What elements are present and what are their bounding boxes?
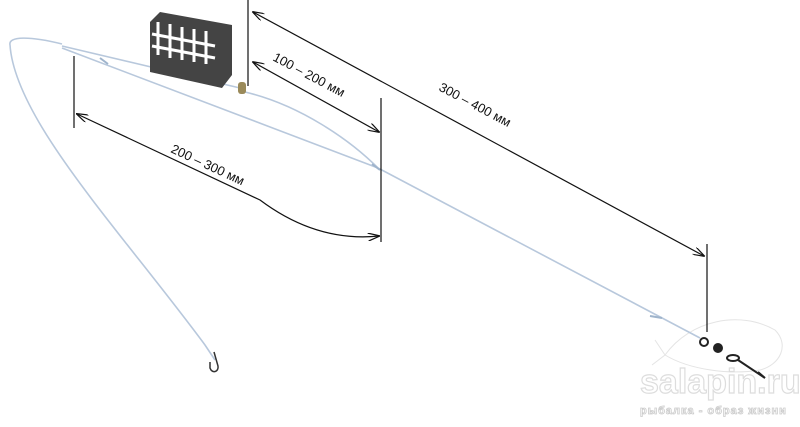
watermark-site: salapin.ru	[640, 363, 800, 401]
feeder-cage-icon	[150, 12, 246, 94]
watermark-fish-icon	[651, 319, 783, 373]
fishing-line	[9, 37, 701, 361]
swivel-snap-icon	[699, 337, 766, 379]
label-hooklink-length: 200 – 300 мм	[169, 141, 247, 188]
dimension-lines	[73, 0, 708, 332]
hook-icon	[209, 351, 219, 373]
label-main-length: 300 – 400 мм	[437, 79, 514, 130]
watermark-slogan: рыбалка - образ жизни	[640, 405, 787, 417]
